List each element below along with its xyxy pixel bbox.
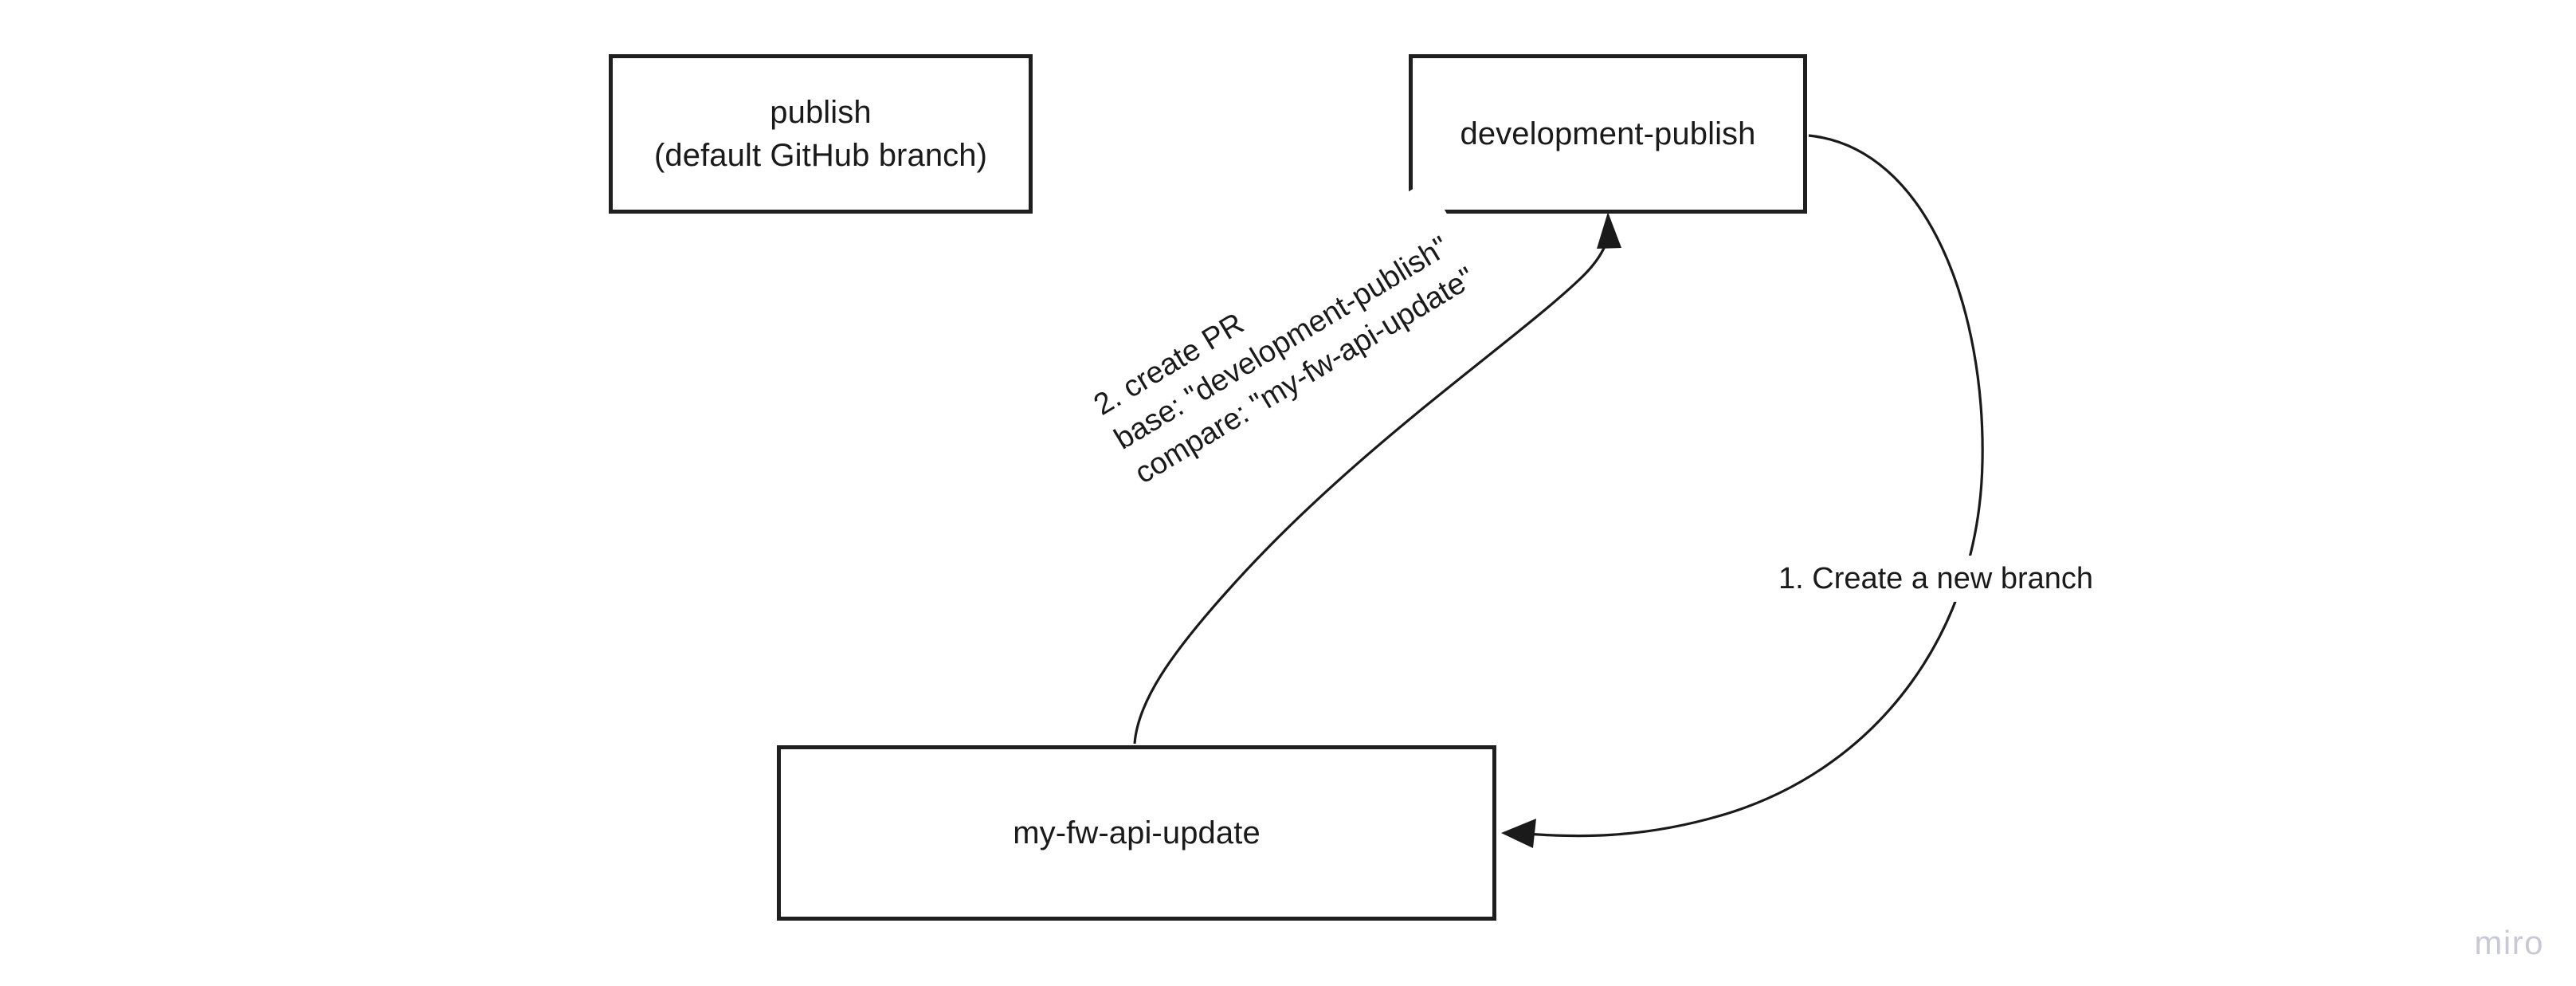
node-my-fw-api-update[interactable]: my-fw-api-update: [777, 745, 1496, 921]
node-publish[interactable]: publish (default GitHub branch): [609, 54, 1033, 214]
edge-create-branch-path: [1525, 134, 1984, 838]
edge-create-pr-path: [1133, 230, 1610, 744]
node-development-publish-label: development-publish: [1460, 116, 1756, 151]
edge-create-pr-arrowhead: [1597, 212, 1621, 249]
miro-watermark: miro: [2474, 924, 2544, 961]
edge-create-pr[interactable]: [1133, 212, 1621, 744]
node-development-publish[interactable]: development-publish: [1409, 54, 1807, 214]
node-publish-label: publish (default GitHub branch): [653, 95, 988, 173]
edge-create-branch[interactable]: [1501, 134, 1984, 848]
edge-create-branch-arrowhead: [1501, 819, 1536, 848]
node-my-fw-api-update-label: my-fw-api-update: [1013, 815, 1261, 850]
edge-label-create-branch[interactable]: 1. Create a new branch: [1770, 556, 2102, 603]
